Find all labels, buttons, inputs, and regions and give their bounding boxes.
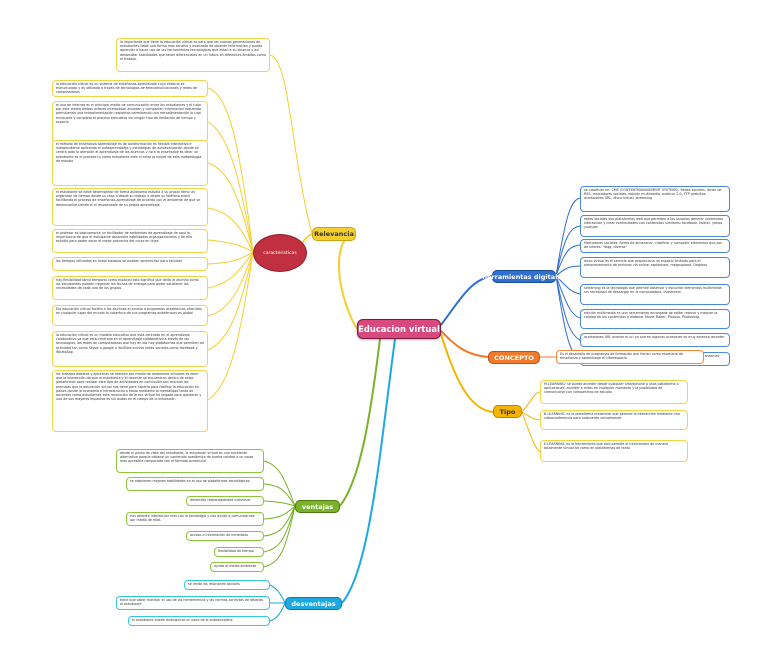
desventaja-item-1[interactable]: se limita las relaciones sociales — [184, 580, 270, 590]
topic-herramientas-digitales[interactable]: herramientas digitales — [482, 270, 566, 283]
ventaja-item-5[interactable]: acceso a información de inmediato — [186, 531, 264, 541]
link-central-ventajas — [339, 338, 381, 507]
caracteristica-item-9[interactable]: la educación virtual es un modelo educat… — [52, 331, 208, 367]
ventaja-item-2[interactable]: se adquieren mejores habilidades en el u… — [126, 477, 264, 491]
link-central-tipo — [440, 333, 494, 413]
ventaja-item-1[interactable]: desde el punto de vista del estudiante, … — [116, 449, 264, 473]
caracteristica-item-3[interactable]: el método de enseñanza aprendizaje es de… — [52, 140, 208, 186]
link-central-herramientas — [440, 275, 493, 326]
ventaja-item-6[interactable]: flexibilidad de tiempo — [214, 547, 264, 557]
link-relevancia-intro — [269, 54, 313, 235]
caracteristicas-bubble[interactable]: caracteristicas — [253, 234, 307, 272]
concepto-definition[interactable]: Es el desarrollo de programas de formaci… — [556, 350, 704, 364]
herramienta-item-7[interactable]: acortadores URL acortar el url ya que en… — [580, 333, 730, 347]
caracteristica-item-8[interactable]: Ela educación virtual facilita a los alu… — [52, 305, 208, 326]
herramienta-item-3[interactable]: Marcadores sociales: forma de almacenar,… — [580, 239, 730, 253]
link-central-concepto — [440, 330, 489, 358]
herramienta-item-2[interactable]: redes sociales son plataformas web que p… — [580, 215, 730, 237]
caracteristica-item-6[interactable]: los tiempos utilizados en estas trabajos… — [52, 257, 208, 271]
topic-concepto[interactable]: CONCEPTO — [488, 351, 540, 364]
herramienta-item-4[interactable]: disco virtual es el servicio que proporc… — [580, 257, 730, 278]
topic-desventajas[interactable]: desventajas — [285, 597, 342, 610]
desventaja-item-2[interactable]: tiene que saber manejar el uso de las he… — [116, 596, 270, 610]
topic-relevancia[interactable]: Relevancia — [312, 227, 356, 241]
caracteristica-item-4[interactable]: el estudiante se debe desempeñar de form… — [52, 188, 208, 226]
herramienta-item-1[interactable]: se clasifican en: CMS (CONTENTMANAGEMENT… — [580, 186, 730, 212]
ventaja-item-4[interactable]: nos permite interactuar mas con la tecno… — [126, 512, 264, 526]
tipo-m-learning[interactable]: M-LEARNING: se puede acceder desde cualq… — [540, 380, 688, 404]
desventaja-item-3[interactable]: el estudiante puede distinguirse un poco… — [128, 616, 270, 626]
tipo-b-learning[interactable]: B-LEARNING: es la plataforma presencial … — [540, 410, 688, 430]
relevancia-intro-box[interactable]: lo importante que tiene la educación vir… — [116, 38, 270, 72]
link-central-desventajas — [341, 338, 396, 604]
link-central-relevancia — [337, 233, 358, 330]
caracteristica-item-10[interactable]: los trabajos debates y ejercicios se rea… — [52, 370, 208, 432]
tipo-e-learning[interactable]: E-LEARNING: es la herramienta que solo p… — [540, 440, 688, 462]
ventaja-item-3[interactable]: desarrollo responsabilidad individual — [186, 496, 264, 506]
central-topic[interactable]: Educacion virtual — [357, 319, 441, 339]
topic-ventajas[interactable]: ventajas — [295, 500, 340, 513]
caracteristica-item-5[interactable]: el profesor es básicamente un facilitado… — [52, 229, 208, 253]
caracteristica-item-7[interactable]: hay flexibilidad tanto temporal como esp… — [52, 276, 208, 300]
herramienta-item-5[interactable]: streaming es la tecnología que permite o… — [580, 284, 730, 305]
herramienta-item-6[interactable]: edición multimedia es una herramienta en… — [580, 309, 730, 329]
topic-tipo[interactable]: Tipo — [493, 405, 522, 418]
caracteristica-item-1[interactable]: la educación virtual es un sistema de en… — [52, 80, 208, 97]
ventaja-item-7[interactable]: ayuda al medio ambiente — [210, 562, 264, 572]
caracteristica-item-2[interactable]: el uso de internet es el principal medio… — [52, 101, 208, 143]
